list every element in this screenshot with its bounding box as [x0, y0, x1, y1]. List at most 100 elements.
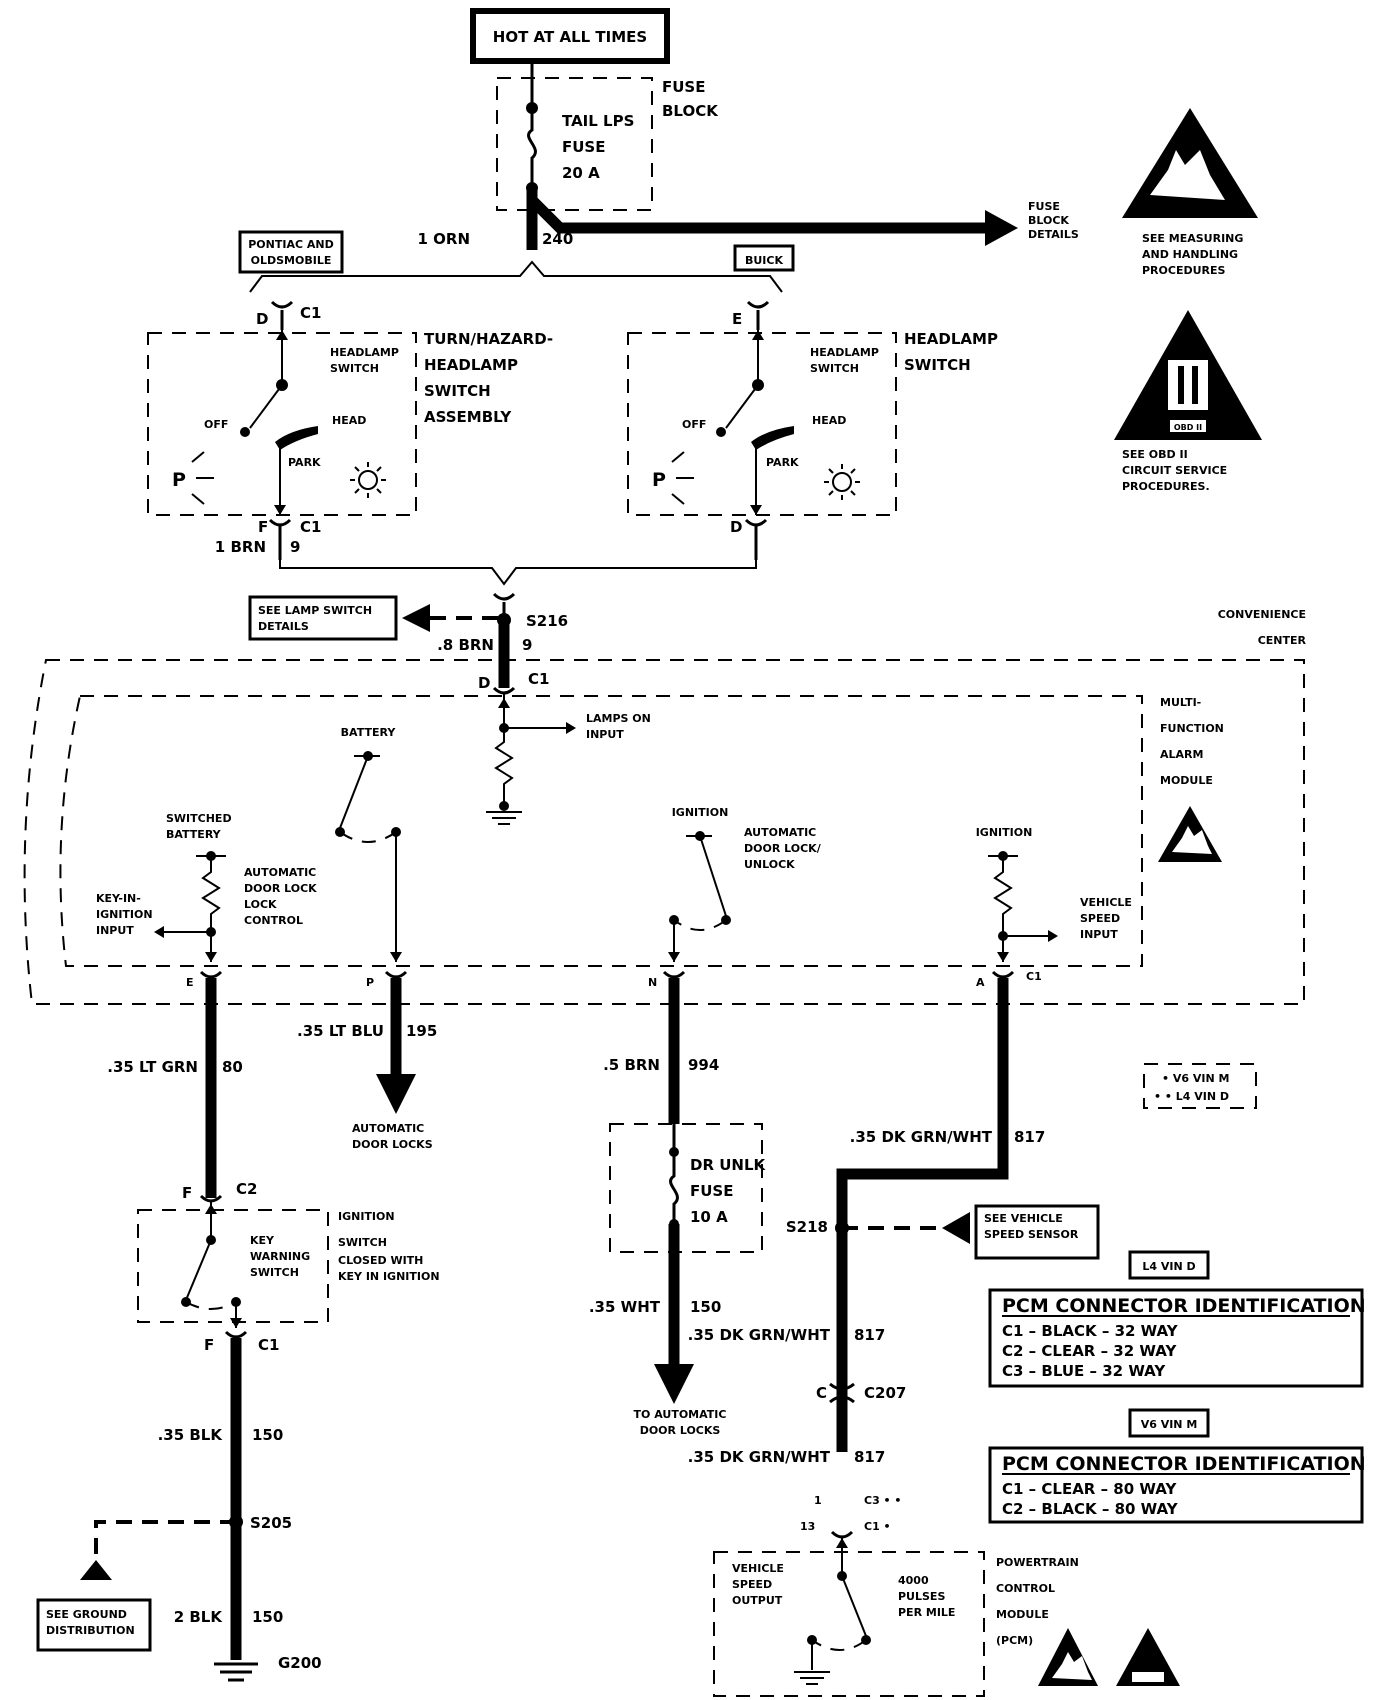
pcm-id-l4-row-2: C2 – CLEAR – 32 WAY [1002, 1342, 1177, 1360]
alarm-module-box [59, 695, 1143, 967]
wire-a2-size: .35 DK GRN/WHT [688, 1326, 831, 1344]
obd-warning-icon [1114, 310, 1262, 440]
pcm-id-l4-box [988, 1288, 1364, 1388]
conv-center-1: CONVENIENCE [1218, 608, 1306, 621]
pcm-id-l4-row-3: C3 – BLUE – 32 WAY [1002, 1362, 1166, 1380]
pcm-label-4: (PCM) [996, 1634, 1033, 1647]
key-warn-3: SWITCH [250, 1266, 299, 1279]
pcm-pin-c1: C1 • [864, 1520, 891, 1533]
splice-s216-label: S216 [526, 612, 568, 630]
left-off-label: OFF [204, 418, 228, 431]
arrow-left-icon [402, 604, 430, 632]
right-park-label: PARK [766, 456, 799, 469]
left-head-contact [275, 426, 318, 450]
v6-tag: V6 VIN M [1141, 1418, 1198, 1431]
esd-note-2: AND HANDLING [1142, 248, 1238, 261]
right-bottom-pin: D [730, 518, 742, 536]
splice-s218-label: S218 [786, 1218, 828, 1236]
pin-e: E [186, 976, 194, 989]
pcm-id-l4-title: PCM CONNECTOR IDENTIFICATION [1002, 1295, 1366, 1317]
ign-conn-c1: C1 [258, 1336, 279, 1354]
right-switch-arm [725, 384, 759, 429]
connector-right-top [746, 300, 770, 330]
connector-c1-left-top [270, 300, 294, 330]
lamp-details-1: SEE LAMP SWITCH [258, 604, 372, 617]
wire-to-fuse-details [528, 196, 985, 234]
ign-label-2: SWITCH [338, 1236, 387, 1249]
battery-label: BATTERY [341, 726, 397, 739]
right-top-pin: E [732, 310, 742, 328]
wire-a-size: .35 DK GRN/WHT [850, 1128, 993, 1146]
ground-dist-2: DISTRIBUTION [46, 1624, 135, 1637]
wire-top-circuit: 240 [542, 230, 573, 248]
lamps-on-1: LAMPS ON [586, 712, 651, 725]
pcm-id-v6-box [988, 1446, 1364, 1524]
wire-a3-size: .35 DK GRN/WHT [688, 1448, 831, 1466]
right-switch-box [627, 332, 897, 516]
ign-conn-c2: C2 [236, 1180, 257, 1198]
vso-3: OUTPUT [732, 1594, 783, 1607]
arrow-left-icon [942, 1212, 970, 1244]
sun-icon [824, 464, 860, 500]
ign-note-1: CLOSED WITH [338, 1254, 423, 1267]
vso-2: SPEED [732, 1578, 772, 1591]
obd-badge-label: OBD II [1174, 423, 1202, 432]
l4-tag-box [1128, 1250, 1210, 1280]
key-in-1: KEY-IN- [96, 892, 141, 905]
lamps-on-2: INPUT [586, 728, 624, 741]
hot-box-label: HOT AT ALL TIMES [493, 28, 647, 46]
right-head-label: HEAD [812, 414, 846, 427]
dashed-ref-line [94, 1520, 236, 1566]
vso-1: VEHICLE [732, 1562, 784, 1575]
ign-pin-f2: F [204, 1336, 214, 1354]
wire-n-circuit: 994 [688, 1056, 719, 1074]
fuse-details-2: BLOCK [1028, 214, 1069, 227]
ground-dist-1: SEE GROUND [46, 1608, 127, 1621]
vehicle-speed-1: VEHICLE [1080, 896, 1132, 909]
ign-pin-f: F [182, 1184, 192, 1202]
pcm-label-3: MODULE [996, 1608, 1049, 1621]
left-label-4: ASSEMBLY [424, 408, 512, 426]
right-off-label: OFF [682, 418, 706, 431]
wire-a3-circuit: 817 [854, 1448, 885, 1466]
left-top-pin: D [256, 310, 268, 328]
pcm-label-1: POWERTRAIN [996, 1556, 1079, 1569]
module-label-4: MODULE [1160, 774, 1213, 787]
fuse-name: TAIL LPS [562, 112, 634, 130]
esd-note-3: PROCEDURES [1142, 264, 1226, 277]
variant-left-2: OLDSMOBILE [251, 254, 332, 267]
left-park-label: PARK [288, 456, 321, 469]
fuse-block-label-1: FUSE [662, 78, 705, 96]
adl-unlock-1: AUTOMATIC [744, 826, 816, 839]
wire-p-circuit: 195 [406, 1022, 437, 1040]
vin-legend-box [1143, 1063, 1257, 1109]
variant-bracket [249, 260, 783, 293]
variant-right-box [733, 244, 795, 272]
to-auto-locks-1: TO AUTOMATIC [634, 1408, 727, 1421]
pin-a: A [976, 976, 985, 989]
connector-right-bottom [744, 518, 768, 527]
vin-legend-2: • • L4 VIN D [1154, 1090, 1229, 1103]
variant-right-label: BUICK [745, 254, 783, 267]
auto-locks-2: DOOR LOCKS [352, 1138, 433, 1151]
key-in-3: INPUT [96, 924, 134, 937]
dr-unlk-fuse-symbol [669, 1152, 679, 1224]
left-label-1: TURN/HAZARD- [424, 330, 553, 348]
fuse-rating: 20 A [562, 164, 600, 182]
wire-817 [836, 978, 1009, 1452]
wire-a2-circuit: 817 [854, 1326, 885, 1344]
left-head-label: HEAD [332, 414, 366, 427]
resistor-symbol [993, 856, 1013, 962]
to-auto-locks-2: DOOR LOCKS [640, 1424, 721, 1437]
esd-note-1: SEE MEASURING [1142, 232, 1243, 245]
wire-a-circuit: 817 [1014, 1128, 1045, 1146]
door-unlock-switch-arm [699, 835, 727, 917]
pcm-pin-13: 13 [800, 1520, 815, 1533]
vss-note-box [974, 1204, 1100, 1260]
esd-warning-icon [1158, 806, 1222, 862]
fuse-word: FUSE [562, 138, 605, 156]
arrow-down-icon [654, 1364, 694, 1404]
right-inner-2: SWITCH [810, 362, 859, 375]
switched-battery-2: BATTERY [166, 828, 222, 841]
key-warn-2: WARNING [250, 1250, 310, 1263]
